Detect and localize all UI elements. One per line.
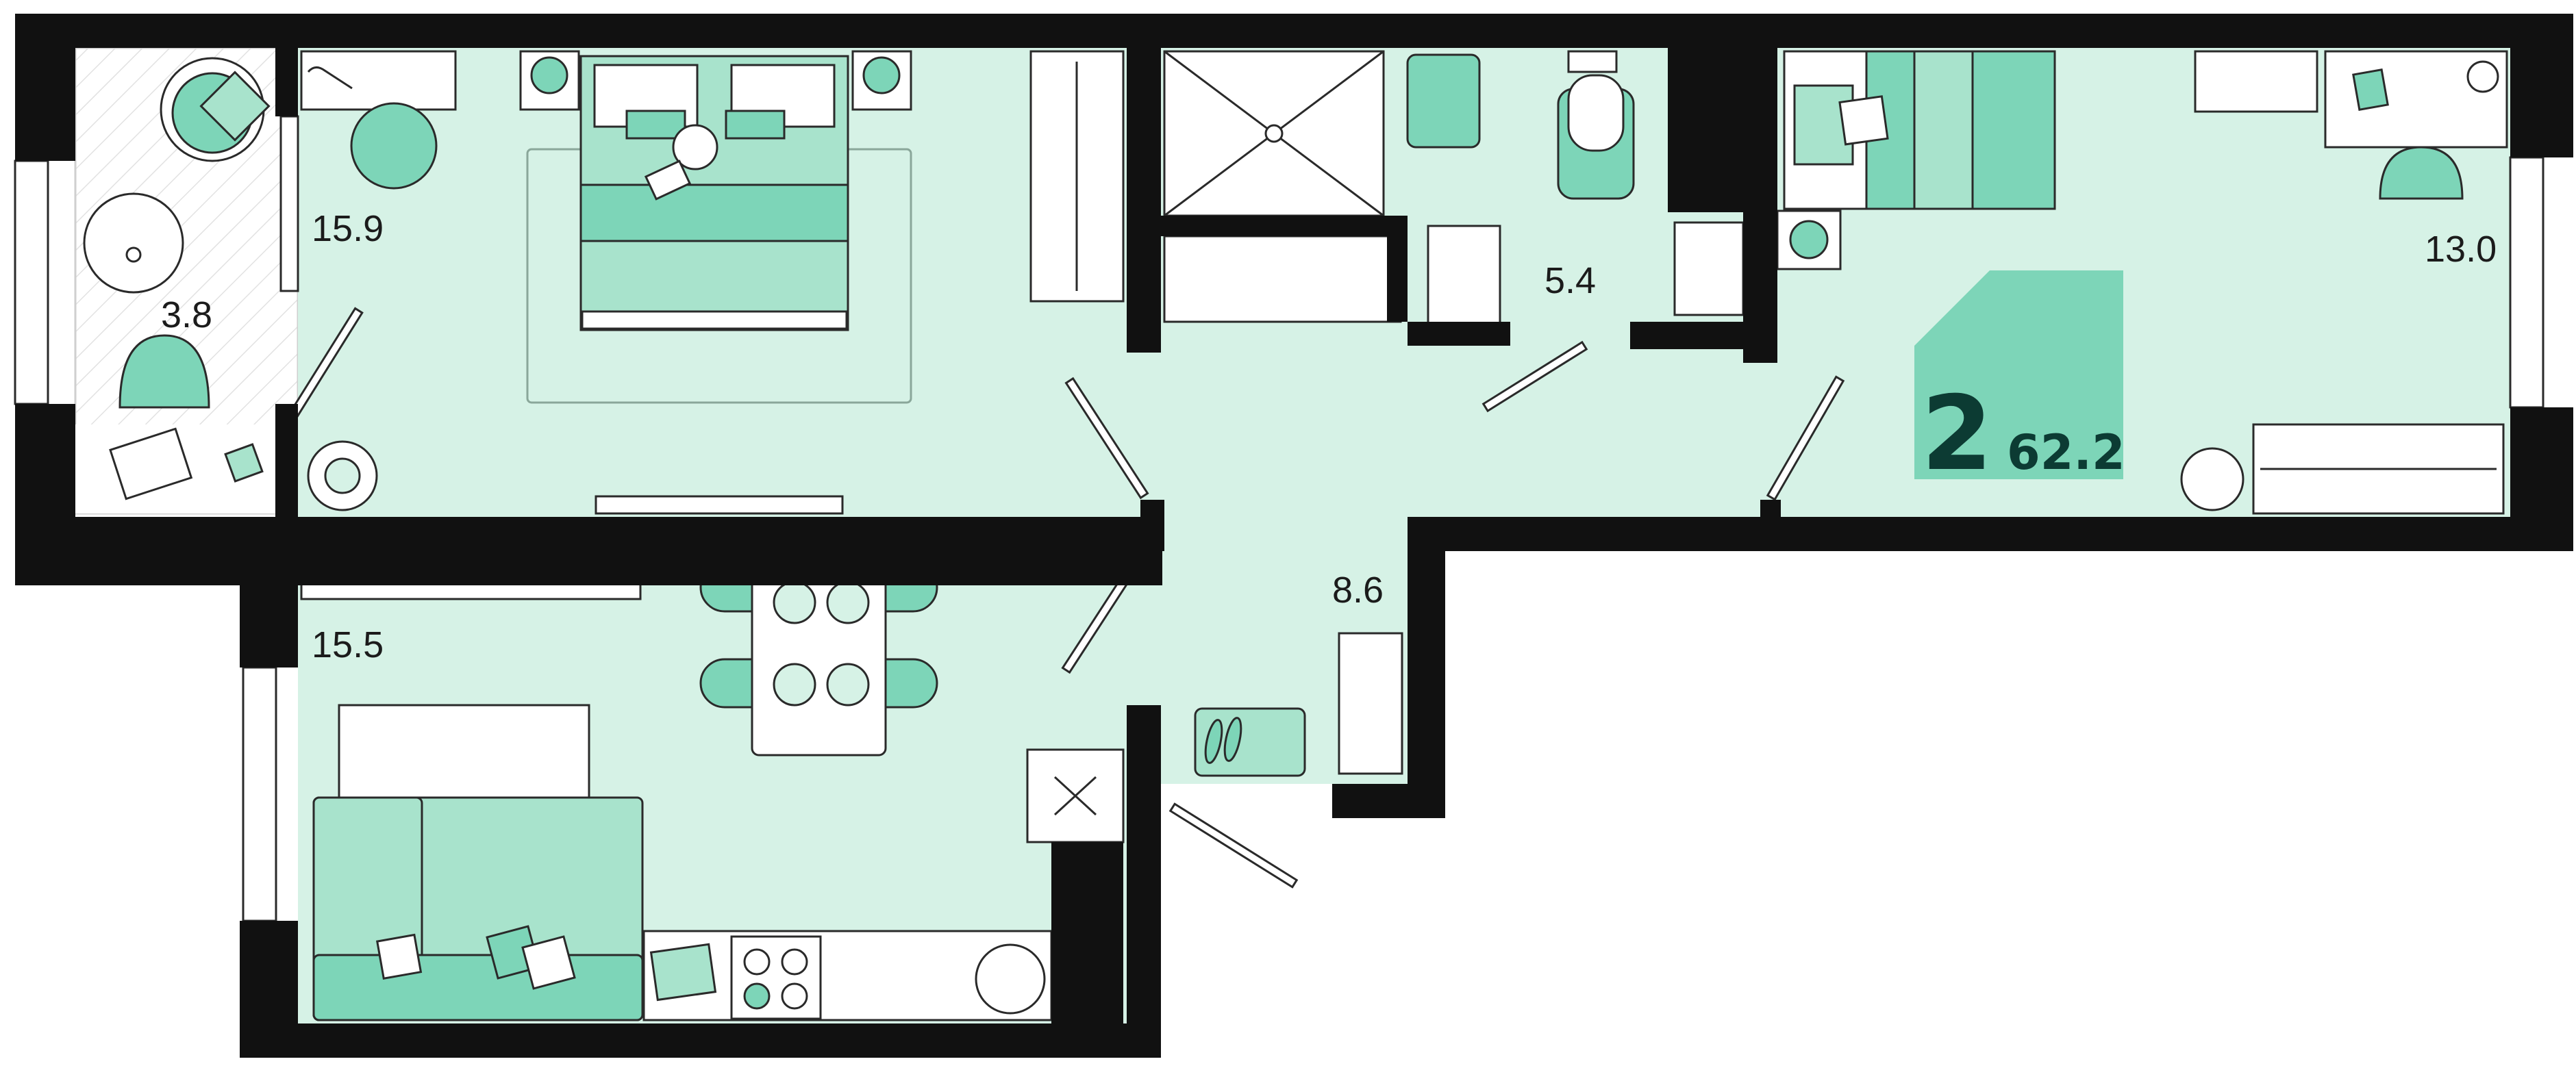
wall-right-top	[2510, 14, 2573, 157]
wall-shower-right	[1387, 216, 1408, 322]
door-mat-icon	[1194, 707, 1306, 777]
slippers-icon	[1204, 717, 1242, 764]
walls	[15, 14, 2573, 1058]
bath-mat-icon	[1406, 53, 1481, 149]
stove-icon	[730, 935, 822, 1020]
plant-kids-icon	[2180, 447, 2244, 511]
washer-icon	[1673, 221, 1745, 316]
room-labels: 3.8 15.9 5.4 13.0 8.6 15.5	[161, 208, 2497, 665]
wall-loggia-base	[15, 517, 1162, 585]
wall-bath-lower	[1630, 322, 1777, 349]
bathroom-door[interactable]	[1481, 340, 1588, 413]
bookshelf-icon	[2194, 50, 2318, 113]
toilet-icon	[1557, 50, 1635, 200]
book-icon	[2352, 68, 2389, 111]
sofa-icon	[312, 796, 644, 1021]
shoe-rack-icon	[1338, 632, 1403, 775]
fridge-mark-icon-2	[1053, 776, 1097, 816]
room-area-bathroom: 5.4	[1545, 260, 1596, 301]
plant-icon	[307, 440, 378, 511]
round-table-icon	[83, 192, 184, 294]
room-area-kitchen-living: 15.5	[312, 624, 384, 665]
wall-sink	[1408, 322, 1510, 346]
window-kids	[2509, 156, 2544, 409]
dining-table-icon	[699, 535, 938, 756]
wall-bath-kids	[1743, 48, 1777, 363]
hallway-floor	[1127, 322, 1777, 517]
badge-total-area: 62.2	[2007, 424, 2125, 481]
notebook-icon	[224, 443, 264, 483]
wall-bottom	[240, 1023, 1161, 1058]
badge-background	[1914, 270, 2123, 479]
desk-chair-icon	[2379, 146, 2464, 200]
table-vase-icon	[125, 246, 142, 263]
doors	[288, 307, 1845, 889]
hairbrush-icon	[307, 66, 353, 90]
cutting-board-icon	[649, 943, 717, 1002]
wall-kids-bottom	[1408, 517, 2573, 551]
window-loggia	[14, 160, 49, 405]
sink-icon	[1427, 225, 1501, 327]
badge-room-count: 2	[1921, 374, 1992, 494]
room-area-loggia: 3.8	[161, 294, 212, 335]
room-area-hallway: 8.6	[1332, 570, 1384, 611]
lamp-kids-icon	[1789, 220, 1829, 259]
wall-shaft	[1051, 842, 1123, 1023]
stool-icon	[350, 102, 438, 190]
bedroom-door[interactable]	[1064, 377, 1149, 500]
kitchen-sink-icon	[975, 943, 1046, 1015]
double-bed-icon	[579, 55, 849, 331]
wall-bedroom-bath	[1127, 48, 1161, 353]
wall-shaft-top	[1668, 48, 1743, 212]
armchair-icon	[160, 57, 271, 162]
wall-top	[15, 14, 2573, 48]
wall-kitchen-hall-lower	[1127, 705, 1161, 1058]
apartment-badge: 2 62.2	[1914, 270, 2125, 494]
wall-left-top	[15, 14, 75, 161]
dresser-icon	[300, 50, 457, 111]
wall-hall-kitchen-stub	[1140, 500, 1164, 551]
laptop-icon	[109, 427, 193, 500]
window-kitchen	[242, 666, 277, 922]
fridge-icon	[1026, 748, 1125, 843]
room-area-kids-room: 13.0	[2425, 229, 2497, 270]
wall-loggia-bedroom-bottom	[275, 404, 298, 517]
wall-hall-right	[1408, 517, 1445, 818]
wardrobe-bedroom-icon	[1029, 50, 1125, 303]
wall-hall-bottom	[1332, 784, 1445, 818]
kids-room-door[interactable]	[1766, 375, 1845, 501]
lamp-left-icon	[530, 56, 568, 94]
room-area-bedroom: 15.9	[312, 208, 384, 249]
shower-icon	[1163, 50, 1385, 217]
window-bedroom	[279, 115, 299, 292]
entrance-door[interactable]	[1168, 802, 1299, 889]
radiator-bedroom-icon	[595, 495, 844, 515]
laundry-shelf-icon	[1163, 235, 1402, 323]
wardrobe-kids-icon	[2252, 423, 2505, 515]
wall-shower	[1161, 216, 1408, 236]
single-bed-icon	[1783, 50, 2056, 210]
wall-kitchen-left-top	[240, 585, 298, 667]
furniture	[83, 50, 2508, 1021]
chair-icon	[118, 334, 210, 409]
wall-loggia-bedroom-top	[275, 48, 298, 116]
desk-lamp-icon	[2466, 60, 2499, 93]
lamp-right-icon	[862, 56, 901, 94]
